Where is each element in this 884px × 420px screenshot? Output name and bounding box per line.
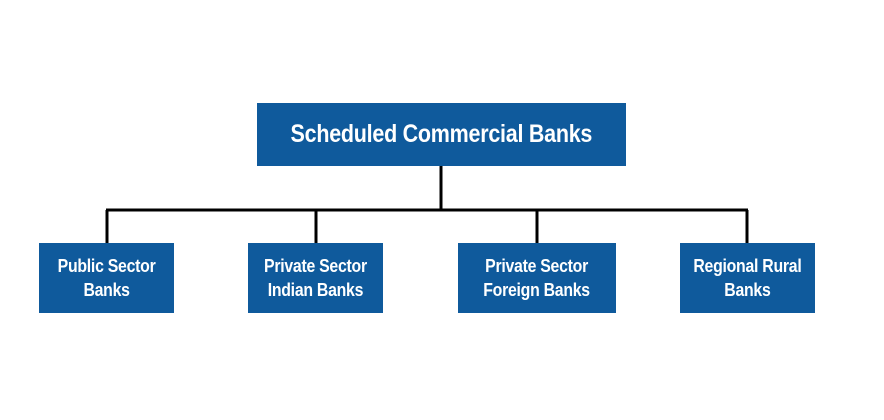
- child-node-label: Private Sector Foreign Banks: [483, 256, 591, 300]
- child-node-private-foreign: Private Sector Foreign Banks: [458, 243, 616, 313]
- child-node-label: Private Sector Indian Banks: [264, 256, 367, 300]
- root-node: Scheduled Commercial Banks: [257, 103, 626, 166]
- child-node-label: Public Sector Banks: [57, 256, 156, 300]
- child-node-public-sector: Public Sector Banks: [39, 243, 174, 313]
- child-node-regional-rural: Regional Rural Banks: [680, 243, 815, 313]
- root-node-label: Scheduled Commercial Banks: [290, 120, 593, 148]
- child-node-label: Regional Rural Banks: [693, 256, 802, 300]
- child-node-private-indian: Private Sector Indian Banks: [248, 243, 383, 313]
